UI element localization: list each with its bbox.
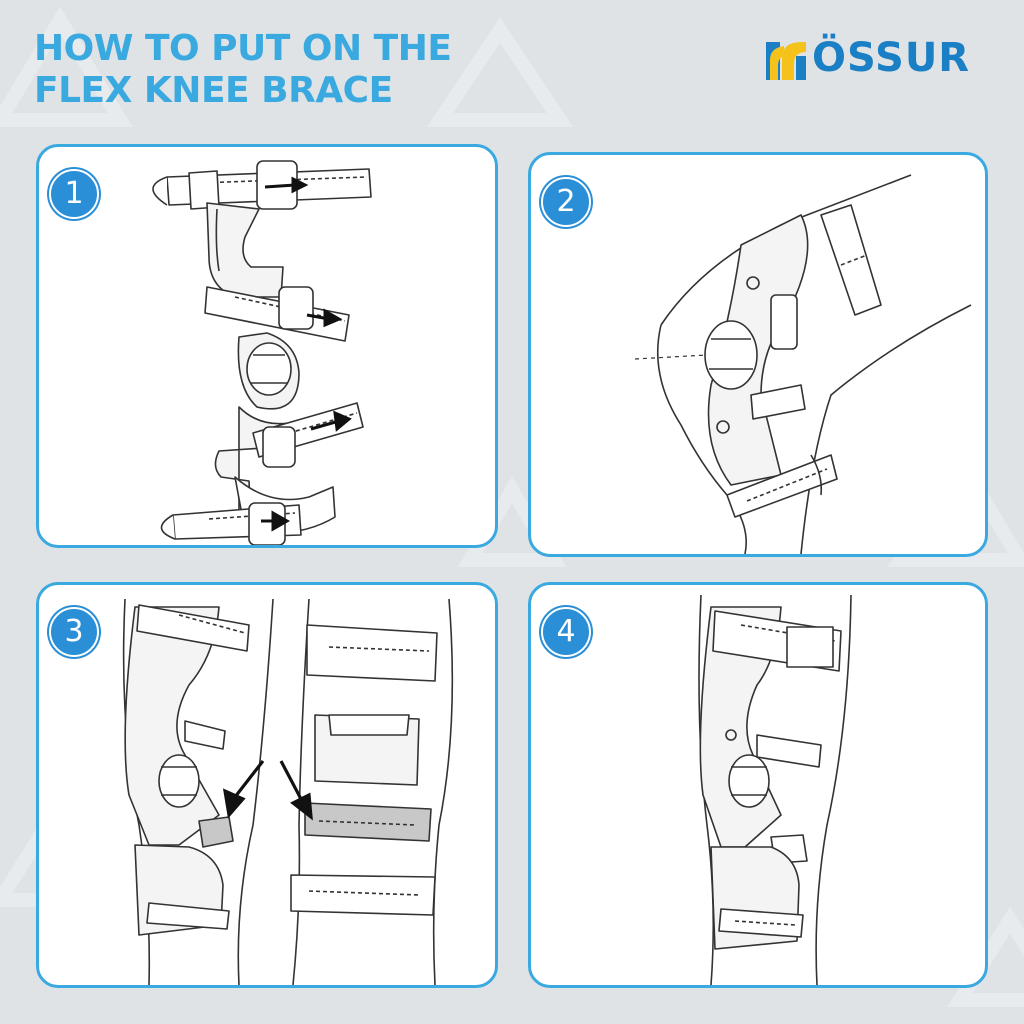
step-4-badge: 4 xyxy=(541,607,591,657)
step-2-panel: 2 xyxy=(528,152,988,557)
title-line-1: HOW TO PUT ON THE xyxy=(34,28,452,69)
brace-fully-fastened-illustration-icon xyxy=(531,585,985,985)
step-1-badge: 1 xyxy=(49,169,99,219)
brace-straps-open-illustration-icon xyxy=(39,147,495,545)
ossur-logo-mark-icon xyxy=(766,42,806,80)
step-2-badge: 2 xyxy=(541,177,591,227)
page-title: HOW TO PUT ON THE FLEX KNEE BRACE xyxy=(34,28,452,112)
step-3-badge: 3 xyxy=(49,607,99,657)
step-1-panel: 1 xyxy=(36,144,498,548)
brace-side-on-knee-illustration-icon xyxy=(531,155,985,554)
step-4-panel: 4 xyxy=(528,582,988,988)
logo-text: ÖSSUR xyxy=(812,35,971,81)
title-line-2: FLEX KNEE BRACE xyxy=(34,70,393,111)
brace-front-and-side-strap-illustration-icon xyxy=(39,585,495,985)
ossur-logo: ÖSSUR xyxy=(766,35,996,86)
step-3-panel: 3 xyxy=(36,582,498,988)
